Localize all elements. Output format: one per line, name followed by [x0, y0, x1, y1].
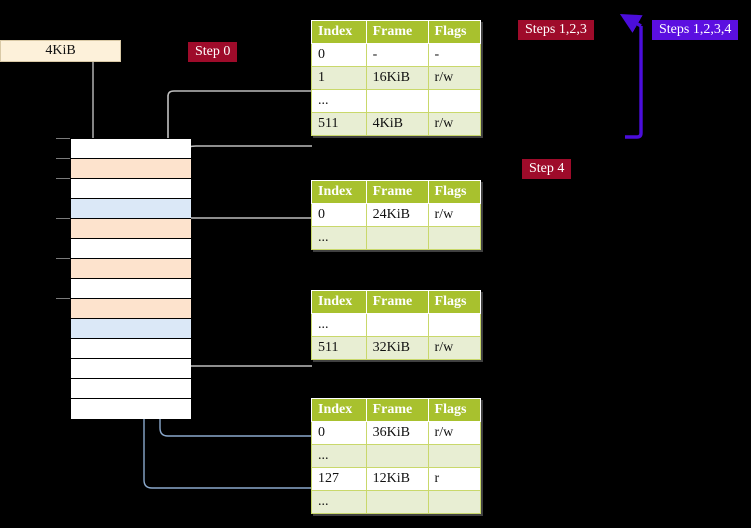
table-cell: r/w: [427, 336, 482, 360]
table-cell: 32KiB: [365, 336, 429, 360]
table-row: 0--: [311, 43, 482, 67]
table-cell: r/w: [427, 203, 482, 227]
table-cell: 127: [311, 467, 367, 491]
table-header-flags: Flags: [427, 20, 482, 44]
table-cell: 0: [311, 421, 367, 445]
memory-row: [71, 379, 191, 399]
memory-tick: [56, 218, 70, 219]
memory-row: [71, 319, 191, 339]
wire-t4-row0: [159, 414, 312, 437]
table-row: ...: [311, 444, 482, 468]
table-cell: [365, 444, 429, 468]
table-cell: -: [427, 43, 482, 67]
memory-row: [71, 299, 191, 319]
memory-tick: [56, 138, 70, 139]
table-cell: 0: [311, 43, 367, 67]
memory-tick: [56, 158, 70, 159]
table-cell: 36KiB: [365, 421, 429, 445]
table-header-frame: Frame: [365, 398, 429, 422]
memory-column: [70, 138, 191, 419]
table-row: ...: [311, 490, 482, 514]
table-cell: 4KiB: [365, 112, 429, 136]
table-header-flags: Flags: [427, 290, 482, 314]
steps123-badge: Steps 1,2,3: [518, 20, 594, 40]
wire-t4-row127: [143, 414, 312, 489]
table-row: ...: [311, 89, 482, 113]
memory-row: [71, 219, 191, 239]
table-cell: ...: [311, 313, 367, 337]
table-cell: ...: [311, 89, 367, 113]
wire-steps1234-arrow: [619, 13, 643, 33]
table-cell: [427, 226, 482, 250]
table-cell: [365, 226, 429, 250]
table-header-flags: Flags: [427, 398, 482, 422]
memory-row: [71, 159, 191, 179]
memory-row: [71, 199, 191, 219]
memory-tick: [56, 298, 70, 299]
table-row: ...: [311, 226, 482, 250]
table-cell: 24KiB: [365, 203, 429, 227]
table-cell: 0: [311, 203, 367, 227]
table-cell: r/w: [427, 421, 482, 445]
memory-row: [71, 259, 191, 279]
table-cell: 1: [311, 66, 367, 90]
table-cell: -: [365, 43, 429, 67]
table-header-frame: Frame: [365, 180, 429, 204]
table-cell: [365, 490, 429, 514]
memory-row: [71, 359, 191, 379]
memory-tick: [56, 258, 70, 259]
steps1234-badge: Steps 1,2,3,4: [652, 20, 739, 40]
memory-row: [71, 239, 191, 259]
table-cell: 511: [311, 336, 367, 360]
table-header-index: Index: [311, 290, 367, 314]
table-header-index: Index: [311, 20, 367, 44]
memory-tick: [56, 178, 70, 179]
table-header-index: Index: [311, 180, 367, 204]
table-cell: [427, 313, 482, 337]
table-cell: [427, 444, 482, 468]
table-cell: [365, 89, 429, 113]
table-cell: r: [427, 467, 482, 491]
memory-row: [71, 339, 191, 359]
table-cell: 12KiB: [365, 467, 429, 491]
table-cell: [427, 89, 482, 113]
table-cell: r/w: [427, 66, 482, 90]
memory-row: [71, 399, 191, 419]
step4-badge: Step 4: [522, 159, 572, 179]
table-header-index: Index: [311, 398, 367, 422]
table-header-flags: Flags: [427, 180, 482, 204]
table-header-frame: Frame: [365, 20, 429, 44]
memory-row: [71, 179, 191, 199]
step0-badge: Step 0: [188, 42, 238, 62]
table-cell: 511: [311, 112, 367, 136]
memory-size-label: 4KiB: [0, 40, 121, 62]
memory-row: [71, 279, 191, 299]
memory-row: [71, 139, 191, 159]
table-cell: [365, 313, 429, 337]
table-cell: ...: [311, 490, 367, 514]
table-cell: r/w: [427, 112, 482, 136]
table-cell: ...: [311, 226, 367, 250]
table-cell: ...: [311, 444, 367, 468]
wire-steps1234: [625, 26, 643, 139]
table-row: ...: [311, 313, 482, 337]
table-cell: [427, 490, 482, 514]
table-header-frame: Frame: [365, 290, 429, 314]
table-cell: 16KiB: [365, 66, 429, 90]
